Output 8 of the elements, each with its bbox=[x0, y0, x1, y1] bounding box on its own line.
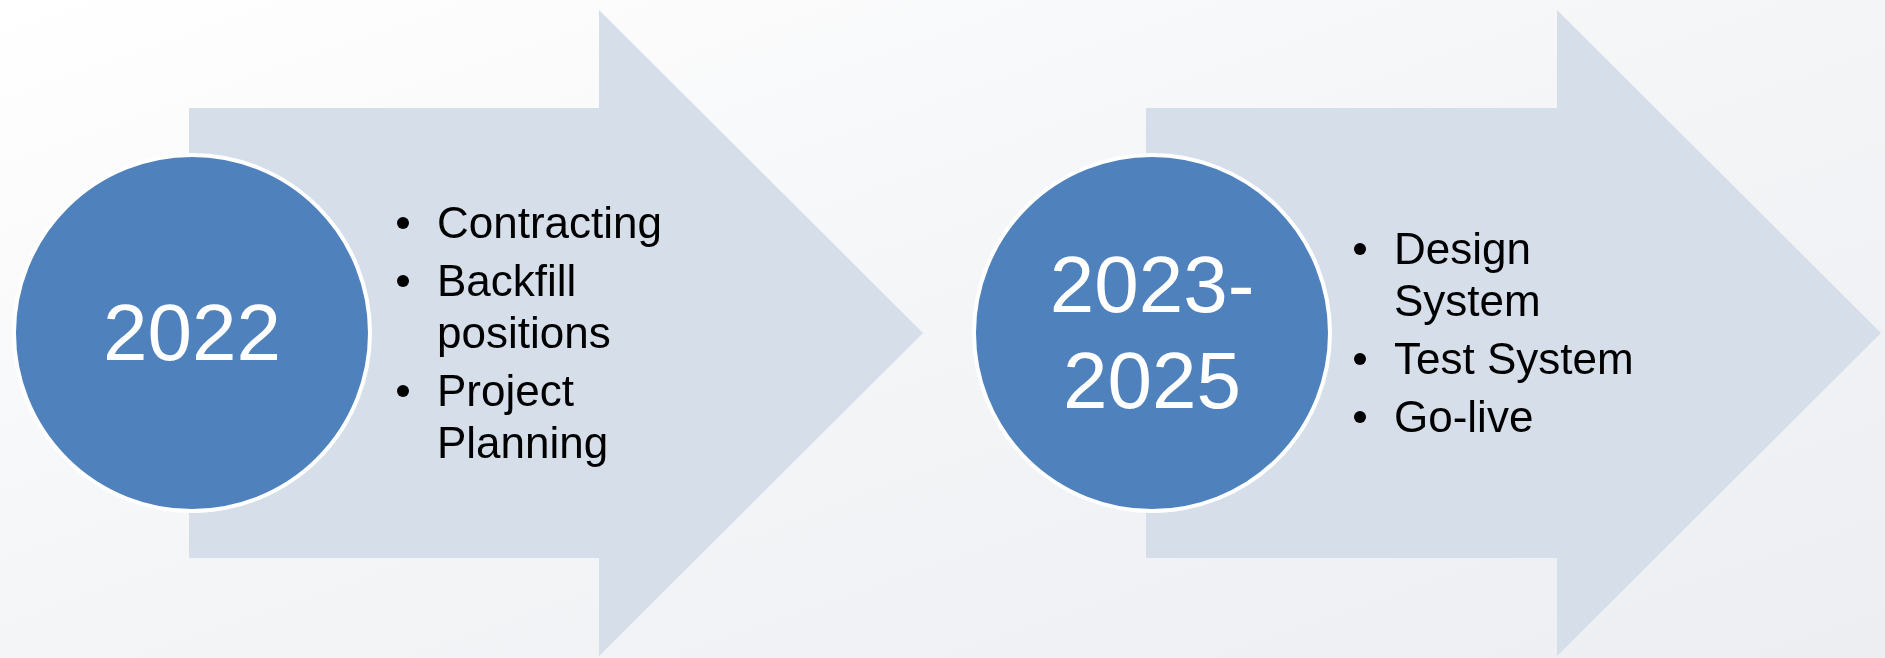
list-item-text: Go-live bbox=[1394, 391, 1535, 443]
year-label: 2023-2025 bbox=[1048, 239, 1256, 427]
list-item-text: Design System bbox=[1394, 223, 1542, 327]
list-item-text: Project Planning bbox=[437, 365, 610, 469]
list-item-text: Contracting bbox=[437, 197, 663, 249]
list-item-text: Backfill positions bbox=[437, 255, 612, 359]
year-label: 2022 bbox=[102, 287, 282, 379]
list-item-text: Test System bbox=[1394, 333, 1635, 385]
